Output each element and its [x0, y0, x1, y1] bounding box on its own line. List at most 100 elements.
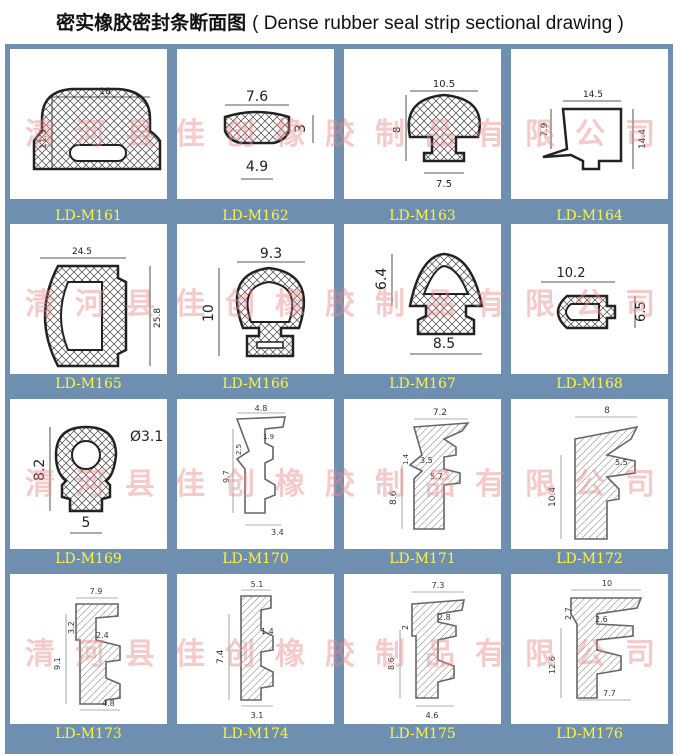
section-drawing-ld-m173: 7.9 3.2 2.4 9.1 4.8	[53, 587, 121, 711]
dim-lip-2: 2.6	[595, 615, 608, 624]
dim-lip-1: 3.5	[420, 456, 433, 465]
section-drawing-ld-m165: 24.5 25.8	[40, 247, 163, 368]
product-cell-ld-m175[interactable]: 7.3 2 2.8 8.6 4.6 LD-M175	[344, 574, 501, 742]
product-cell-ld-m176[interactable]: 10 2.7 2.6 12.6 7.7 LD-M176	[511, 574, 668, 742]
dim-width: 10.5	[433, 79, 455, 90]
dim-lip: 5.5	[615, 458, 628, 467]
section-drawing-ld-m163: 10.5 8 7.5	[392, 79, 482, 190]
dim-width: 14.5	[583, 90, 603, 100]
dim-height: 14.4	[638, 129, 648, 149]
section-drawing-ld-m169: Ø3.1 8.2 5	[32, 425, 163, 534]
product-cell-ld-m171[interactable]: 7.2 3.5 5.7 1.4 8.6 LD-M171	[344, 399, 501, 567]
dim-base: 7.7	[603, 689, 616, 698]
product-cell-ld-m173[interactable]: 7.9 3.2 2.4 9.1 4.8 LD-M173	[10, 574, 167, 742]
product-cell-ld-m170[interactable]: 4.8 1.9 2.5 9.7 3.4 LD-M170	[177, 399, 334, 567]
dim-height: 8	[392, 127, 403, 133]
dim-height: 8.6	[387, 657, 396, 670]
dim-lip-1: 2	[401, 625, 410, 630]
product-code: LD-M164	[556, 208, 623, 224]
product-cell-ld-m169[interactable]: Ø3.1 8.2 5 LD-M169	[10, 399, 167, 567]
product-cell-ld-m168[interactable]: 10.2 6.5 LD-M168	[511, 224, 668, 392]
dim-height: 9.7	[222, 470, 231, 483]
section-drawing-ld-m168: 10.2 6.5	[541, 266, 649, 330]
dim-width: 7.9	[90, 587, 103, 596]
dim-base: 3.1	[251, 711, 264, 720]
section-drawing-ld-m167: 6.4 8.5	[374, 252, 484, 355]
dim-width: 7.2	[433, 408, 447, 418]
dim-width: 4.8	[255, 404, 268, 413]
dim-height: 6.4	[374, 268, 390, 290]
dim-height: 25.8	[153, 308, 163, 328]
page-title: 密实橡胶密封条断面图 ( Dense rubber seal strip sec…	[0, 8, 680, 35]
dim-base: 7.5	[436, 179, 452, 190]
dim-width: 10	[602, 579, 612, 588]
dim-width: 24.5	[72, 247, 92, 257]
product-cell-ld-m165[interactable]: 24.5 25.8 LD-M165	[10, 224, 167, 392]
product-cell-ld-m162[interactable]: 7.6 3 4.9 LD-M162	[177, 49, 334, 224]
dim-height: 10.4	[548, 487, 558, 507]
dim-height: 10	[201, 304, 217, 322]
dim-lip-1: 2.7	[564, 607, 573, 620]
dim-base: 4.6	[426, 711, 439, 720]
product-cell-ld-m172[interactable]: 8 5.5 10.4 LD-M172	[511, 399, 668, 567]
product-cell-ld-m174[interactable]: 5.1 1.4 7.4 3.1 LD-M174	[177, 574, 334, 742]
dim-lip-2: 2.5	[235, 444, 243, 455]
product-cell-ld-m167[interactable]: 6.4 8.5 LD-M167	[344, 224, 501, 392]
section-drawing-ld-m174: 5.1 1.4 7.4 3.1	[216, 580, 274, 720]
product-grid: 16 11.5 LD-M161 7.6 3 4.9 LD-M162 10.5 8…	[5, 44, 673, 754]
dim-width: 9.3	[260, 246, 282, 262]
section-drawing-ld-m166: 9.3 10	[201, 246, 306, 358]
product-code: LD-M168	[556, 376, 623, 392]
section-drawing-ld-m171: 7.2 3.5 5.7 1.4 8.6	[389, 408, 470, 530]
product-code: LD-M163	[389, 208, 456, 224]
title-english: ( Dense rubber seal strip sectional draw…	[252, 13, 624, 34]
product-cell-ld-m161[interactable]: 16 11.5 LD-M161	[10, 49, 167, 224]
product-code: LD-M173	[55, 726, 122, 742]
dim-width: 5.1	[251, 580, 264, 589]
dim-width: 8.5	[433, 336, 455, 352]
product-code: LD-M166	[222, 376, 289, 392]
product-code: LD-M161	[55, 208, 122, 224]
product-code: LD-M169	[55, 551, 122, 567]
dim-base: 3.4	[271, 528, 284, 537]
dim-lip-3: 1.4	[402, 453, 410, 465]
dim-height: 6.5	[634, 301, 649, 322]
dim-width: 10.2	[557, 266, 586, 281]
dim-width: 7.3	[432, 581, 445, 590]
product-code: LD-M171	[389, 551, 456, 567]
section-drawing-ld-m170: 4.8 1.9 2.5 9.7 3.4	[222, 404, 286, 537]
title-chinese: 密实橡胶密封条断面图	[56, 12, 247, 34]
dim-height: 9.1	[53, 657, 62, 670]
dim-lip: 7.9	[540, 122, 550, 137]
product-cell-ld-m164[interactable]: 14.5 7.9 14.4 LD-M164	[511, 49, 668, 224]
dim-height: 11.5	[39, 129, 49, 149]
dim-thickness: 3	[293, 124, 309, 133]
section-drawing-ld-m164: 14.5 7.9 14.4	[540, 90, 648, 171]
dim-width: 16	[99, 87, 111, 97]
product-code: LD-M170	[222, 551, 289, 567]
dim-height: 7.4	[216, 649, 226, 664]
product-code: LD-M174	[222, 726, 289, 742]
dim-diameter: Ø3.1	[130, 429, 163, 445]
section-drawing-ld-m172: 8 5.5 10.4	[548, 406, 639, 540]
dim-lip-2: 2.4	[96, 631, 109, 640]
product-cell-ld-m163[interactable]: 10.5 8 7.5 LD-M163	[344, 49, 501, 224]
product-code: LD-M176	[556, 726, 623, 742]
dim-lip-1: 3.2	[67, 621, 76, 634]
section-drawing-ld-m161: 16 11.5	[32, 87, 162, 171]
dim-lip-1: 1.9	[263, 433, 274, 441]
dim-height: 12.6	[548, 656, 557, 674]
product-code: LD-M162	[222, 208, 289, 224]
section-drawing-ld-m176: 10 2.7 2.6 12.6 7.7	[548, 579, 643, 701]
product-cell-ld-m166[interactable]: 9.3 10 LD-M166	[177, 224, 334, 392]
dim-height: 8.6	[389, 490, 399, 505]
dim-lip: 1.4	[261, 627, 274, 636]
dim-base: 4.8	[102, 699, 115, 708]
dim-base: 5	[82, 515, 91, 531]
dim-width: 7.6	[246, 89, 268, 105]
product-code: LD-M175	[389, 726, 456, 742]
dim-height: 8.2	[32, 459, 48, 481]
product-code: LD-M172	[556, 551, 623, 567]
product-code: LD-M165	[55, 376, 122, 392]
section-drawing-ld-m175: 7.3 2 2.8 8.6 4.6	[387, 581, 465, 720]
